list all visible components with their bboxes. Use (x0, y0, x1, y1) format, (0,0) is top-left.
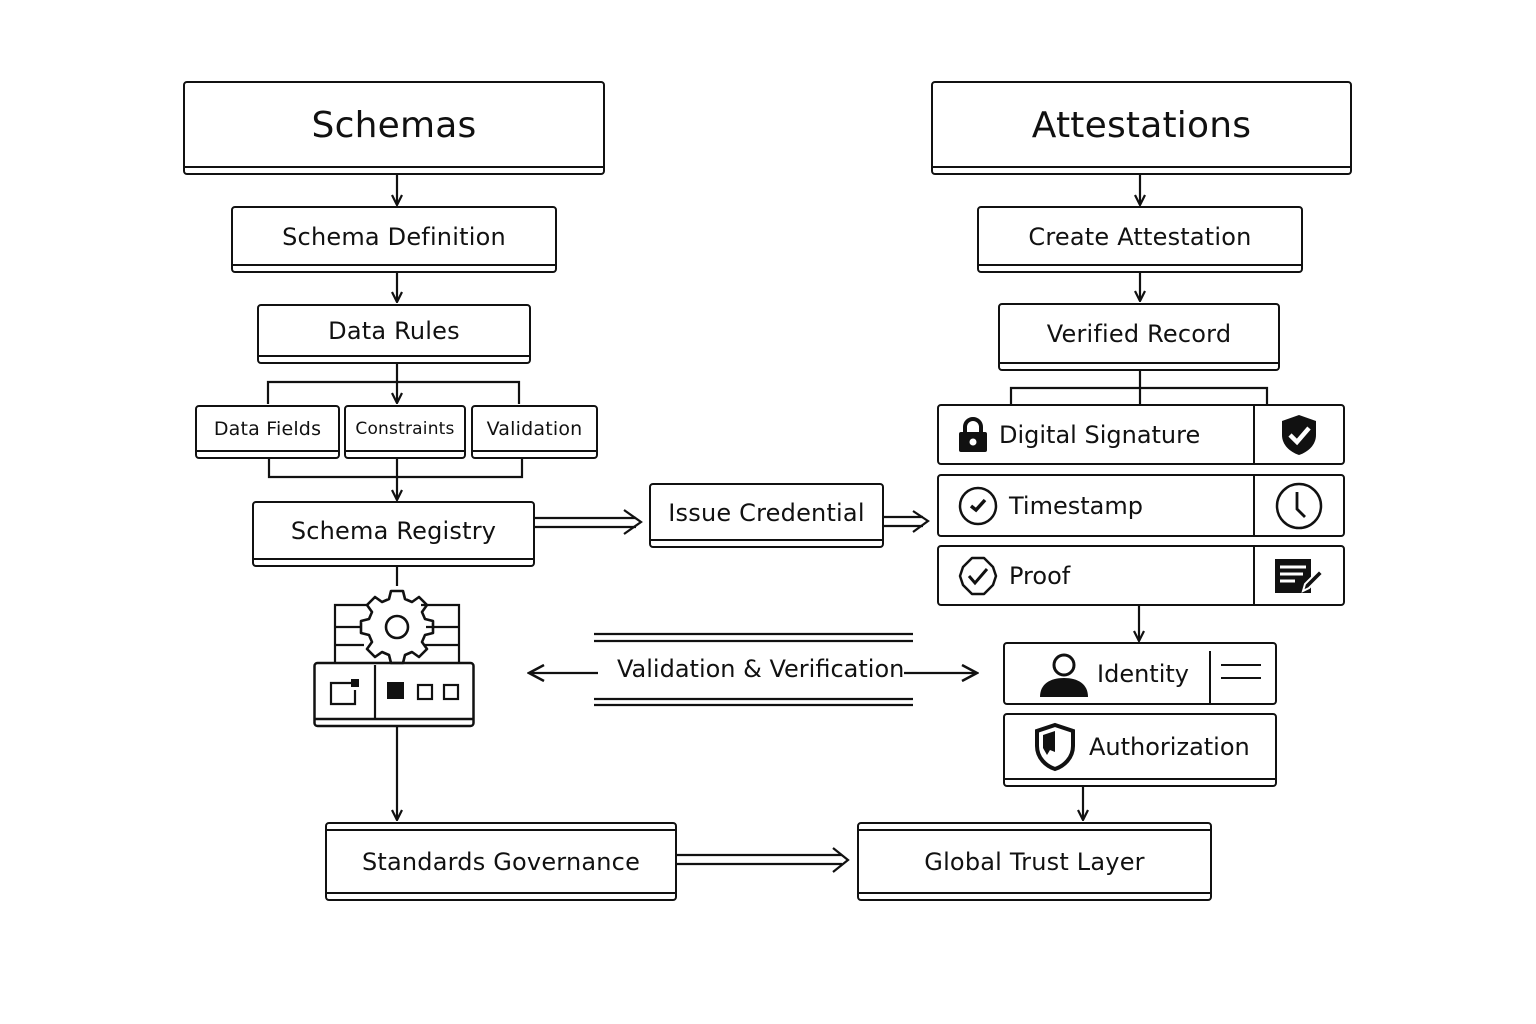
user-icon (1038, 652, 1090, 698)
data-rules-label: Data Rules (328, 317, 460, 345)
verified-record-box[interactable]: Verified Record (998, 303, 1280, 371)
clock-cell (1253, 476, 1343, 535)
bracket-top-right (1009, 386, 1269, 404)
check-circle-icon (957, 485, 999, 527)
double-arrow-registry-to-issue (534, 509, 643, 535)
digital-signature-row[interactable]: Digital Signature (937, 404, 1345, 465)
standards-governance-box[interactable]: Standards Governance (325, 822, 677, 901)
menu-lines-icon (1220, 662, 1262, 682)
badge-check-icon (957, 555, 999, 597)
create-attestation-box[interactable]: Create Attestation (977, 206, 1303, 273)
schema-definition-box[interactable]: Schema Definition (231, 206, 557, 273)
double-arrow-governance-to-trust (676, 847, 850, 873)
schema-registry-box[interactable]: Schema Registry (252, 501, 535, 567)
data-fields-box[interactable]: Data Fields (195, 405, 340, 459)
validation-box[interactable]: Validation (471, 405, 598, 459)
bracket-top-left (266, 380, 521, 404)
data-rules-box[interactable]: Data Rules (257, 304, 531, 364)
double-arrow-issue-to-signature (884, 510, 930, 533)
schemas-header[interactable]: Schemas (183, 81, 605, 175)
bracket-bottom-left (267, 459, 524, 479)
issue-credential-box[interactable]: Issue Credential (649, 483, 884, 548)
gear-server-icon (313, 586, 475, 728)
document-edit-cell (1253, 547, 1343, 604)
create-attestation-label: Create Attestation (1028, 222, 1252, 251)
proof-cell: Proof (939, 547, 1273, 604)
digital-signature-cell: Digital Signature (939, 406, 1273, 463)
issue-credential-label: Issue Credential (668, 498, 865, 527)
validation-label: Validation (486, 418, 583, 440)
shield-check-cell (1253, 406, 1343, 463)
document-edit-icon (1273, 557, 1325, 595)
lock-icon (957, 416, 989, 453)
constraints-label: Constraints (355, 419, 455, 439)
authorization-box[interactable]: Authorization (1003, 713, 1277, 787)
attestations-header[interactable]: Attestations (931, 81, 1352, 175)
validation-verification-label: Validation & Verification (617, 655, 905, 683)
authorization-label: Authorization (1089, 733, 1250, 761)
global-trust-layer-box[interactable]: Global Trust Layer (857, 822, 1212, 901)
verified-record-label: Verified Record (1046, 320, 1232, 348)
standards-governance-label: Standards Governance (361, 847, 641, 876)
schemas-title: Schemas (311, 104, 477, 146)
timestamp-label: Timestamp (1009, 491, 1143, 520)
identity-label: Identity (1097, 660, 1189, 688)
schema-definition-label: Schema Definition (282, 222, 506, 251)
timestamp-cell: Timestamp (939, 476, 1273, 535)
identity-box[interactable]: Identity (1003, 642, 1277, 705)
global-trust-layer-label: Global Trust Layer (924, 847, 1145, 876)
data-fields-label: Data Fields (213, 418, 322, 440)
digital-signature-label: Digital Signature (999, 420, 1201, 449)
identity-divider (1209, 651, 1211, 703)
proof-label: Proof (1009, 561, 1071, 590)
proof-row[interactable]: Proof (937, 545, 1345, 606)
timestamp-row[interactable]: Timestamp (937, 474, 1345, 537)
attestations-title: Attestations (1031, 104, 1252, 146)
shield-check-icon (1279, 413, 1319, 457)
clock-icon (1274, 481, 1324, 531)
schema-registry-label: Schema Registry (290, 517, 497, 545)
shield-icon (1033, 722, 1077, 772)
constraints-box[interactable]: Constraints (344, 405, 466, 459)
